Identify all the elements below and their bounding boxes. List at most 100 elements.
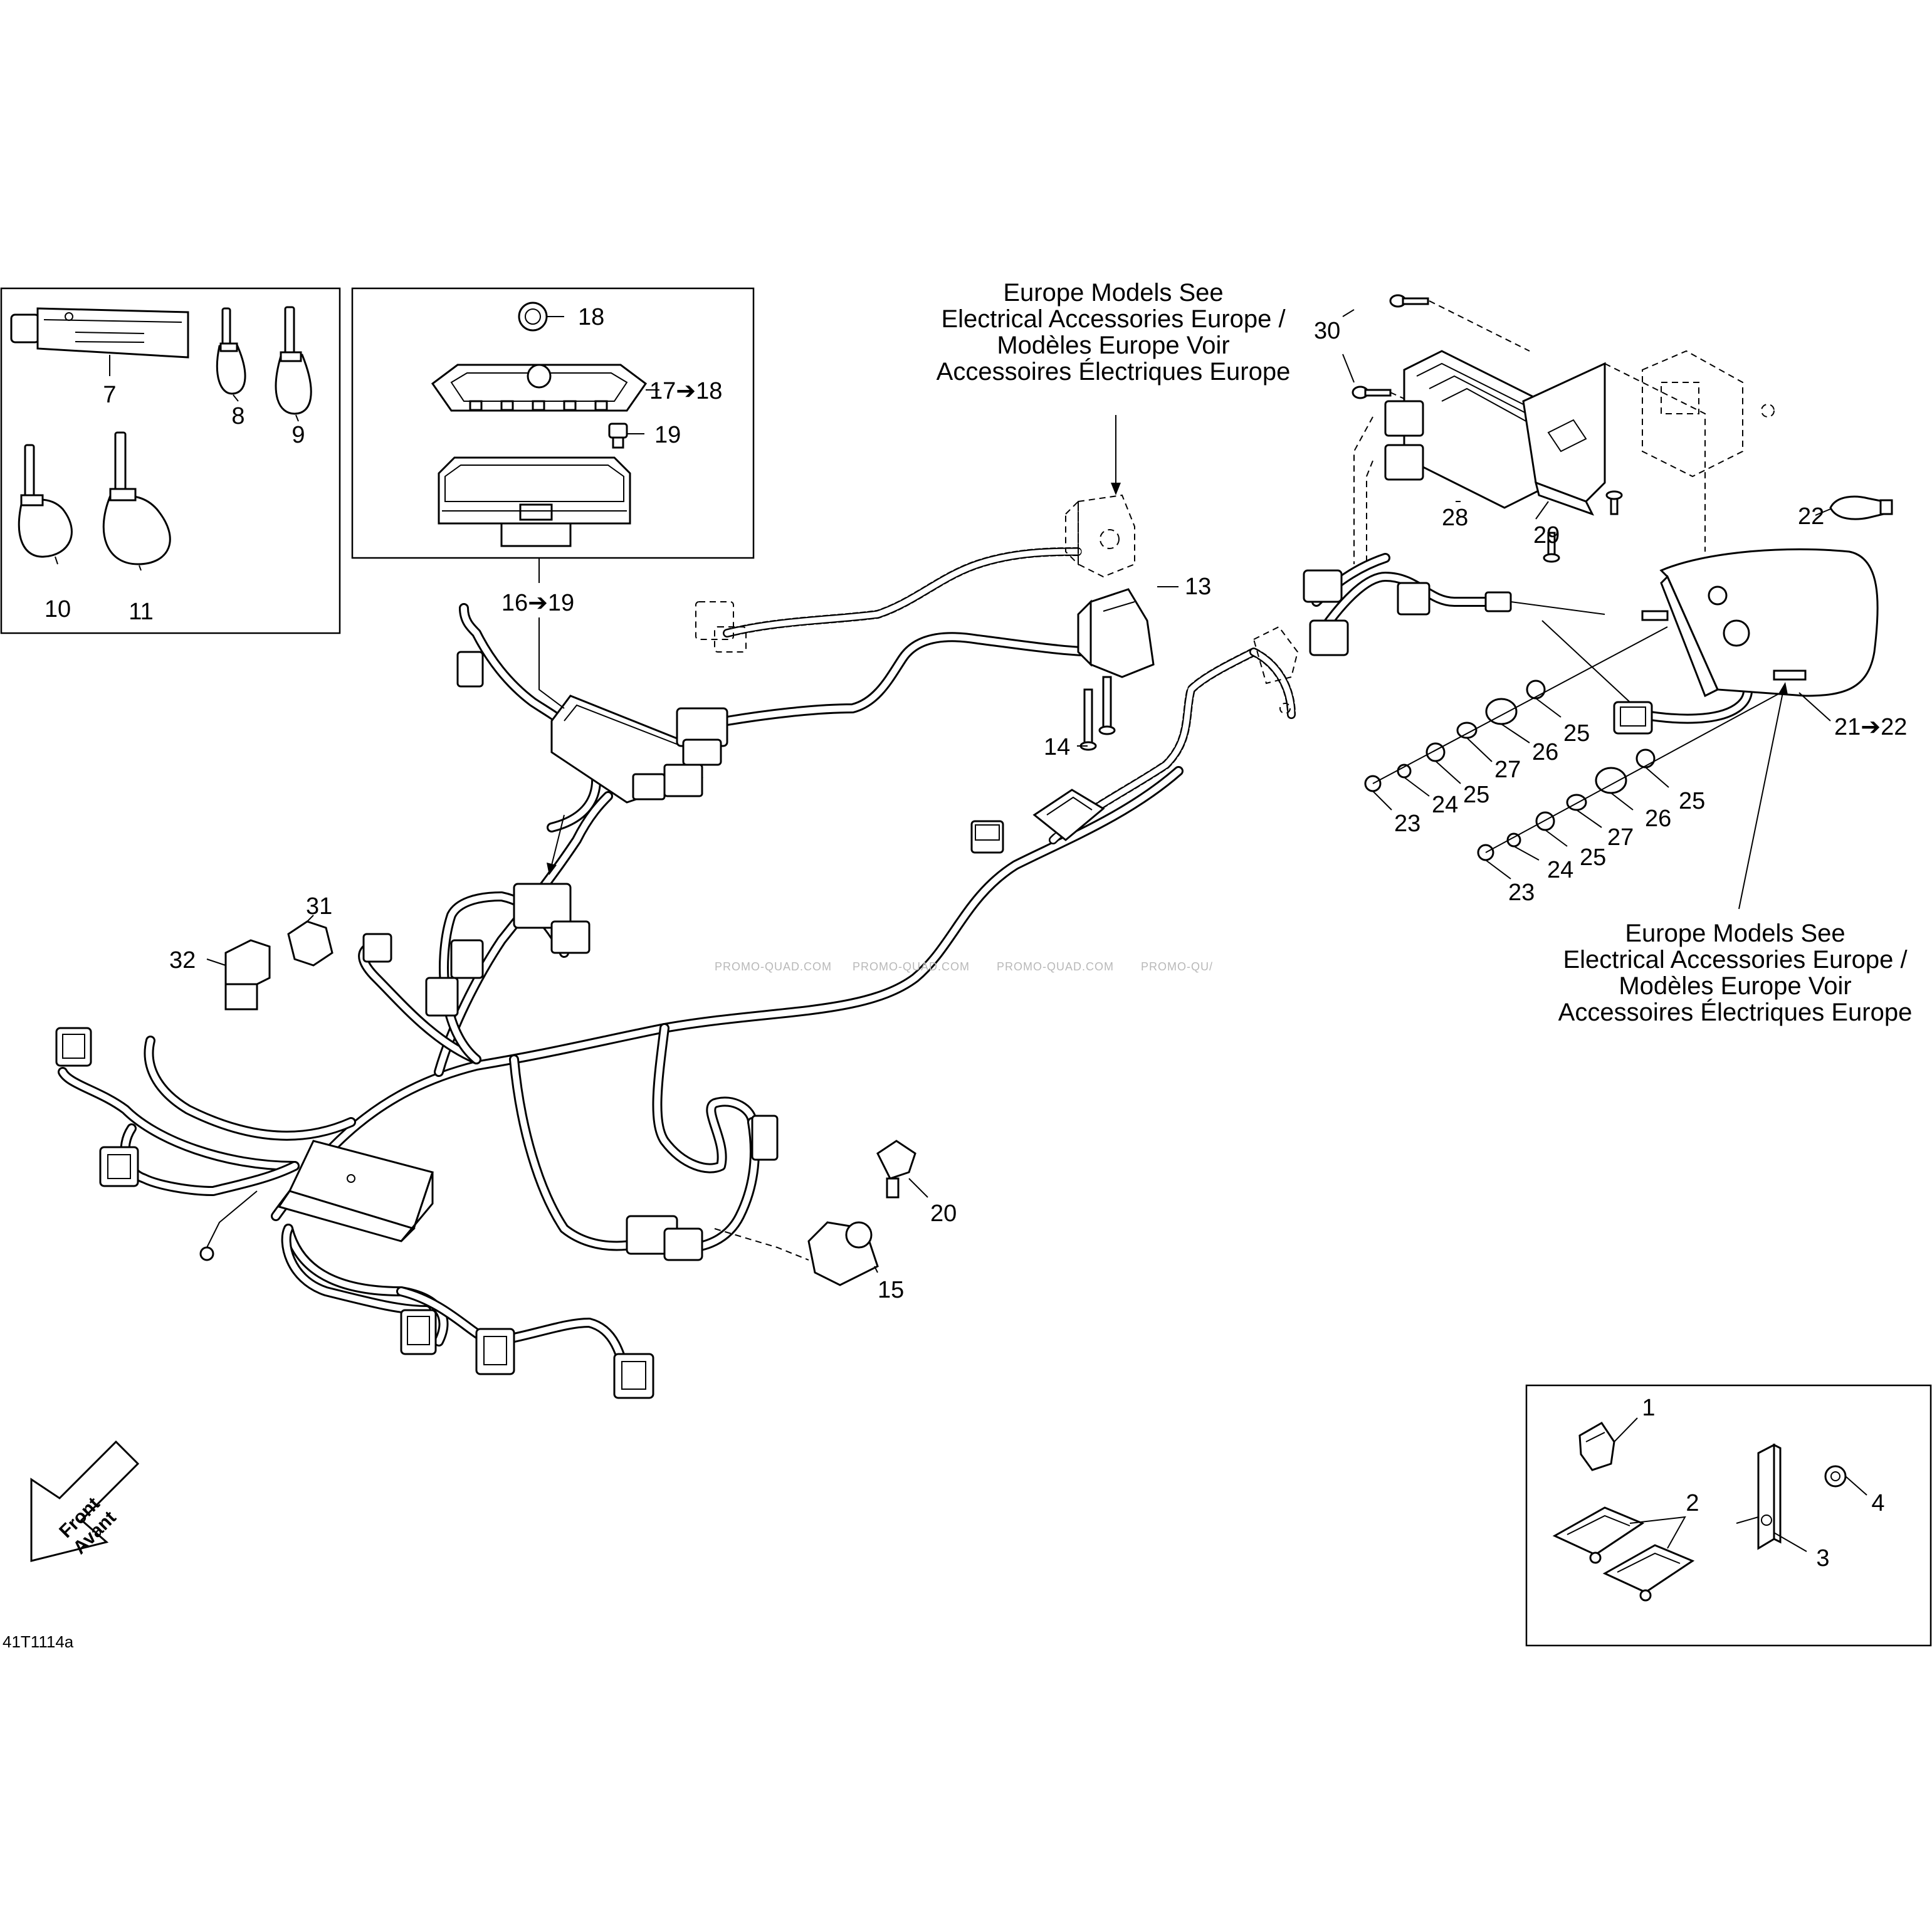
callout-7: 7 [103,382,116,408]
connector-left-1 [55,1027,92,1067]
hardware-stack-lower [1477,748,1656,861]
callout-29: 29 [1533,522,1560,549]
callout-14: 14 [1044,734,1070,760]
callout-20: 20 [930,1200,957,1227]
europe-note-top-line2: Electrical Accessories Europe / [941,305,1286,333]
callout-25-upper-b: 25 [1563,720,1590,747]
bulb-22-part [1829,495,1893,520]
callout-8: 8 [231,403,244,429]
main-harness [58,547,1753,1384]
relay-ghost-part [1642,350,1775,478]
europe-note-top-line3: Modèles Europe Voir [997,332,1229,359]
connector-mid-1 [970,820,1004,854]
cable-tie-8-part [216,307,246,395]
watermark-1: PROMO-QUAD.COM [715,960,832,973]
callout-24-lower: 24 [1547,857,1573,883]
rear-electronics [1111,294,1893,910]
europe-connector-ghost [695,601,747,653]
fuse-31-part [287,920,333,967]
watermark-2: PROMO-QUAD.COM [853,960,970,973]
screw-29-part [1543,490,1623,563]
callout-22: 22 [1798,503,1824,530]
reference-code: 41T1114a [3,1632,74,1651]
fuse-box-part [277,1140,434,1242]
callout-19: 19 [654,422,681,448]
callout-25-lower-b: 25 [1679,788,1705,814]
callout-17-18: 17➔18 [649,378,722,404]
callout-25-upper-a: 25 [1463,782,1489,808]
europe-relay-ghost [1252,626,1299,714]
watermarks: PROMO-QUAD.COM PROMO-QUAD.COM PROMO-QUAD… [715,960,1212,973]
europe-note-right: Europe Models See Electrical Accessories… [1558,920,1913,1026]
cable-tie-10-part [18,444,73,558]
connector-center-2 [425,939,484,1017]
callout-23-lower: 23 [1508,879,1535,906]
connector-bottom-3 [613,1353,654,1399]
cable-tie-9-part [275,306,312,415]
ground-lug-part [199,1190,258,1261]
callout-21-22: 21➔22 [1834,714,1907,740]
clip-1-part [1578,1422,1615,1471]
gauge-bezel-part [431,364,648,412]
europe-switch-ghost [1065,494,1135,578]
europe-note-right-line1: Europe Models See [1625,920,1845,947]
callout-1: 1 [1642,1395,1655,1421]
bracket-29-part [1522,362,1606,516]
inset-gauge: 18 17➔18 19 16➔19 [351,287,755,616]
europe-note-top: Europe Models See Electrical Accessories… [937,279,1291,386]
callout-26-upper: 26 [1532,739,1558,765]
europe-note-right-line3: Modèles Europe Voir [1619,972,1851,1000]
europe-note-right-line2: Electrical Accessories Europe / [1563,946,1908,974]
callout-32: 32 [169,947,196,974]
europe-note-right-line4: Accessoires Électriques Europe [1558,998,1913,1026]
inset-clips: 1 2 3 4 [1525,1384,1932,1647]
callout-3: 3 [1816,1545,1829,1572]
callout-28: 28 [1442,505,1468,531]
callout-4: 4 [1871,1490,1884,1516]
callout-26-lower: 26 [1645,806,1671,832]
bolt-30-top-part [1389,294,1429,308]
compound-tube-part [10,307,189,359]
nut-4-part [1824,1465,1847,1488]
connector-left-2 [99,1146,139,1187]
clip-2-part [1552,1506,1695,1602]
harness-components [55,494,1299,1399]
inset-consumables: 7 8 9 10 11 [0,287,341,634]
callout-13: 13 [1185,574,1211,600]
callout-31: 31 [306,893,332,920]
callout-25-lower-a: 25 [1580,844,1606,871]
connector-center-1 [362,933,392,963]
callout-24-upper: 24 [1432,792,1458,818]
bolt-30-bottom-part [1352,386,1392,399]
watermark-3: PROMO-QUAD.COM [997,960,1114,973]
connector-mid-2 [1032,789,1105,841]
connector-center-5 [751,1115,779,1161]
connector-center-3 [513,883,591,954]
switch-13-part [1077,588,1155,678]
callout-27-upper: 27 [1494,757,1521,783]
cable-tie-11-part [102,431,171,565]
gauge-body-part [438,456,631,547]
gauge-bulb-part [608,423,628,449]
connector-gauge-plug [676,707,728,766]
callout-30: 30 [1314,318,1340,344]
taillight-connector-part [1613,701,1653,735]
tail-light-21-part [1641,548,1879,698]
callout-18: 18 [578,304,604,330]
bracket-3-part [1757,1443,1782,1550]
europe-note-top-line1: Europe Models See [1003,279,1223,307]
callouts-main: 13 14 15 20 21➔22 22 23 24 25 27 26 25 2… [169,318,1907,1303]
connector-top-small [456,651,484,688]
bolt-14-part [1079,676,1116,751]
switch-32-part [224,939,271,1011]
callout-15: 15 [878,1277,904,1303]
connector-bottom-2 [475,1328,515,1375]
relay-cluster-part [1303,569,1512,656]
callout-16-19: 16➔19 [501,590,574,616]
connector-bottom-1 [400,1309,437,1355]
socket-15-part [807,1221,879,1286]
plug-20-part [876,1140,916,1199]
connector-center-4 [626,1215,703,1261]
callout-2: 2 [1686,1490,1699,1516]
